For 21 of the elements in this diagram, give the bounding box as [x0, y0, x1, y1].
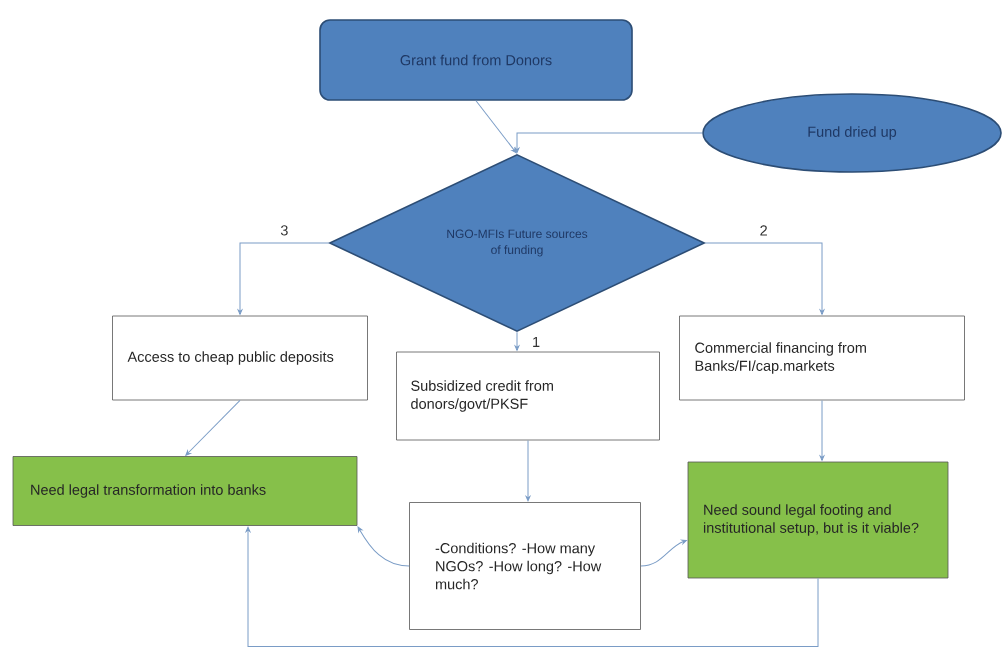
arrow — [185, 399, 241, 456]
arrow — [357, 526, 410, 567]
arrow — [704, 242, 825, 315]
process-box: Subsidized credit from donors/govt/PKSF — [396, 351, 660, 441]
edge-label: 3 — [280, 225, 288, 236]
process-box: Need legal transformation into banks — [12, 456, 358, 526]
arrow — [245, 526, 819, 647]
arrow — [640, 539, 687, 567]
arrow — [819, 399, 825, 461]
process-box: Access to cheap public deposits — [112, 315, 368, 401]
process-box: Commercial financing from Banks/FI/cap.markets — [679, 315, 965, 401]
arrow — [525, 439, 531, 502]
question-box: -Conditions? -How many NGOs? -How long? -How much? — [409, 502, 641, 630]
arrow — [475, 100, 517, 154]
arrow — [237, 242, 330, 315]
process-box: Grant fund from Donors — [319, 19, 633, 101]
arrow — [514, 132, 703, 153]
edge-label: 2 — [760, 225, 767, 236]
process-box: Need sound legal footing and institutional setup, but is it viable? — [687, 461, 949, 579]
edge-label: 1 — [533, 336, 540, 347]
arrow — [514, 331, 520, 351]
